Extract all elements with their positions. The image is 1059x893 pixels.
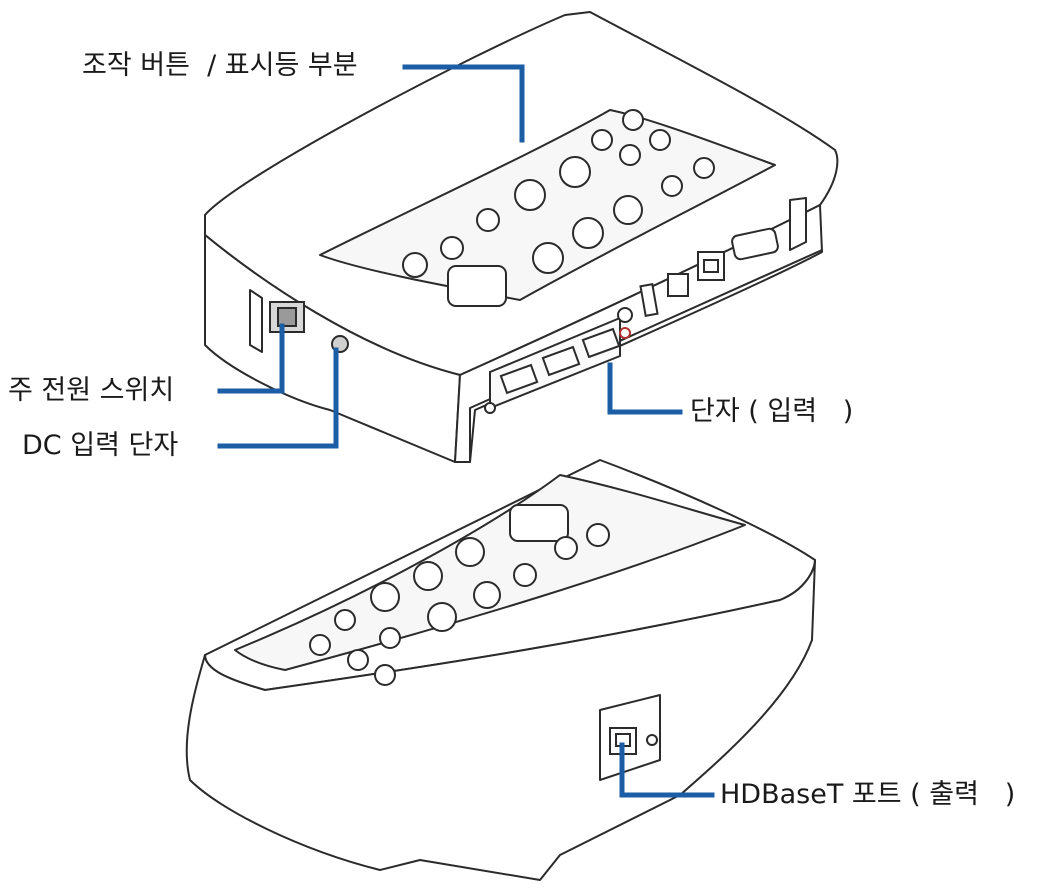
bottom-device-buttons	[309, 504, 610, 686]
leader-line-input-terminals	[607, 362, 683, 415]
bottom-device-front-face	[185, 559, 816, 881]
bottom-device-control-panel	[234, 474, 746, 671]
callout-power-switch: 주 전원 스위치	[8, 375, 175, 406]
top-device-buttons	[402, 109, 715, 307]
top-device-left-side	[204, 214, 461, 463]
top-device-ports	[269, 227, 779, 414]
bottom-device	[185, 459, 816, 881]
leader-line-hdbaset	[619, 742, 715, 798]
callout-hdbaset: HDBaseT 포트 ( 출력 )	[720, 779, 1016, 810]
callout-controls: 조작 버튼 / 표시등 부분	[82, 50, 358, 81]
leader-line-power-switch	[217, 323, 285, 394]
callout-input-terminals: 단자 ( 입력 )	[690, 396, 854, 427]
leader-line-controls	[402, 64, 525, 143]
callout-dc-input: DC 입력 단자	[22, 430, 179, 461]
leader-line-dc-input	[217, 347, 339, 449]
